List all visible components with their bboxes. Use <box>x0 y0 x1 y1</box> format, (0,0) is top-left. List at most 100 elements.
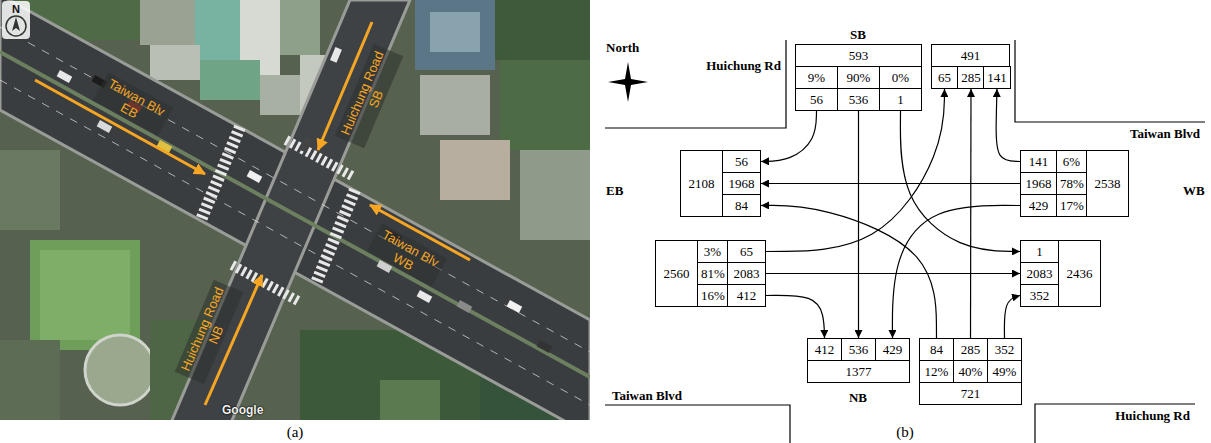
north-symbol <box>12 17 20 31</box>
cell-value: 12% <box>925 364 949 379</box>
cell-value: 49% <box>993 364 1017 379</box>
movement-arrow <box>766 273 1020 274</box>
cell-value: 6% <box>1063 154 1080 169</box>
cell-value: 2538 <box>1095 176 1121 191</box>
movement-arrow <box>761 111 817 162</box>
cell-value: 412 <box>815 342 835 357</box>
building <box>415 0 495 70</box>
share-cell: 78% <box>1056 172 1088 195</box>
cell-value: 1968 <box>729 176 755 191</box>
volume-cell: 536 <box>841 338 876 361</box>
cell-value: 65 <box>740 244 753 259</box>
share-cell: 90% <box>837 66 880 89</box>
north-symbol <box>6 16 26 36</box>
total-cell: 2538 <box>1086 150 1129 217</box>
trees <box>500 60 590 150</box>
share-cell: 9% <box>795 66 838 89</box>
volume-cell: 84 <box>722 194 761 217</box>
cell-value: 90% <box>847 70 871 85</box>
street-name: Taiwan Blvd <box>1130 126 1200 141</box>
trees <box>380 380 440 420</box>
movement-arrow <box>970 89 972 338</box>
approach-label: SB <box>850 27 866 42</box>
movement-arrow <box>761 205 937 338</box>
cell-value: 2083 <box>1027 266 1053 281</box>
volume-cell: 2083 <box>1020 262 1059 285</box>
cell-value: 721 <box>961 386 981 401</box>
street-name: Huichung Rd <box>706 58 781 73</box>
building <box>40 250 130 340</box>
cell-value: 141 <box>987 70 1007 85</box>
taiwan-blvd-road <box>0 0 590 420</box>
cell-value: 65 <box>938 70 951 85</box>
trees <box>495 0 590 60</box>
volume-cell: 1968 <box>722 172 761 195</box>
cell-value: 285 <box>961 342 981 357</box>
building <box>30 240 140 350</box>
car <box>537 340 553 353</box>
movement-arrow <box>900 111 1020 252</box>
cell-value: 352 <box>1030 288 1050 303</box>
movement-arrow <box>858 111 859 338</box>
total-cell: 2436 <box>1058 240 1101 307</box>
cell-value: 2083 <box>734 266 760 281</box>
share-cell: 17% <box>1056 194 1088 217</box>
round-structure <box>85 335 155 405</box>
cell-value: 352 <box>995 342 1015 357</box>
crosswalk <box>201 127 240 220</box>
volume-cell: 412 <box>807 338 842 361</box>
volume-cell: 1 <box>879 88 922 111</box>
median <box>0 52 590 377</box>
building <box>200 60 260 100</box>
car <box>57 70 73 83</box>
building <box>420 75 490 135</box>
compass-label: North <box>606 40 639 55</box>
photo-content <box>0 0 590 420</box>
cell-value: 84 <box>930 342 943 357</box>
cell-value: 2436 <box>1067 266 1093 281</box>
cell-value: 412 <box>737 288 757 303</box>
connectors <box>761 89 1020 338</box>
building <box>260 75 300 115</box>
trees <box>0 340 60 420</box>
volume-cell: 536 <box>837 88 880 111</box>
volume-cell: 56 <box>722 150 761 173</box>
building <box>140 0 195 45</box>
curb-line <box>605 40 786 128</box>
cell-value: 9% <box>808 70 825 85</box>
cell-value: 285 <box>961 70 981 85</box>
crosswalk <box>316 190 355 283</box>
cell-value: 536 <box>849 92 869 107</box>
panel-caption: (a) <box>287 424 304 440</box>
total-cell: 2560 <box>655 240 698 307</box>
cell-value: 84 <box>735 198 748 213</box>
volume-cell: 141 <box>983 66 1011 89</box>
cell-value: 1377 <box>846 364 872 379</box>
street-name: Taiwan Blvd <box>612 388 682 403</box>
total-cell: 491 <box>931 44 1010 67</box>
volume-cell: 285 <box>953 338 988 361</box>
building <box>0 150 60 230</box>
cell-value: 0% <box>892 70 909 85</box>
movement-arrow <box>766 295 825 338</box>
total-cell: 1377 <box>807 360 910 383</box>
curb-line <box>1015 40 1205 122</box>
approach-label: NB <box>849 390 867 405</box>
curb-line <box>605 405 790 443</box>
share-cell: 49% <box>987 360 1022 383</box>
cars <box>57 47 553 353</box>
car <box>417 290 433 303</box>
cell-value: 1968 <box>1026 176 1052 191</box>
building <box>520 150 590 240</box>
cell-value: 17% <box>1060 198 1084 213</box>
movement-arrow <box>761 183 1020 184</box>
volume-cell: 429 <box>1020 194 1057 217</box>
total-cell: 721 <box>919 382 1022 405</box>
car <box>300 137 312 153</box>
cell-value: 536 <box>849 342 869 357</box>
approach-label: WB <box>1183 183 1205 198</box>
volume-cell: 1 <box>1020 240 1059 263</box>
volume-cell: 1968 <box>1020 172 1057 195</box>
car <box>330 47 342 63</box>
